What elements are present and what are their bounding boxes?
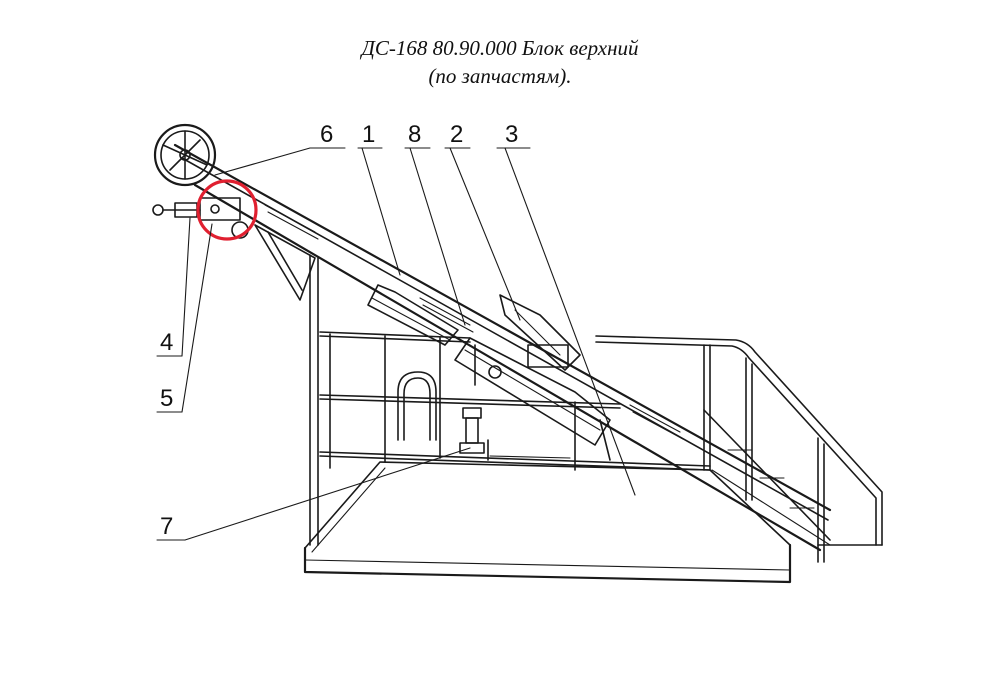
carriage [367, 284, 611, 461]
callout-6: 6 [320, 121, 333, 148]
callout-2: 2 [450, 121, 463, 148]
callout-7: 7 [160, 513, 173, 540]
leader-lines [156, 147, 636, 541]
conveyor-frame [173, 143, 832, 552]
base-platform [303, 461, 792, 584]
title-line-1: ДС-168 80.90.000 Блок верхний [361, 36, 639, 60]
hydraulic-cylinder [459, 407, 571, 461]
highlight-circle [196, 179, 258, 241]
callout-1: 1 [362, 121, 375, 148]
callout-8: 8 [408, 121, 421, 148]
callout-4: 4 [160, 329, 173, 356]
support-arm [254, 224, 319, 546]
callout-labels: 6 1 8 2 3 4 5 7 [160, 121, 518, 540]
title-line-2: (по запчастям). [428, 64, 572, 88]
callout-3: 3 [505, 121, 518, 148]
pulley-wheel [153, 123, 217, 187]
callout-5: 5 [160, 385, 173, 412]
railing [319, 331, 711, 471]
stairs [595, 335, 883, 563]
